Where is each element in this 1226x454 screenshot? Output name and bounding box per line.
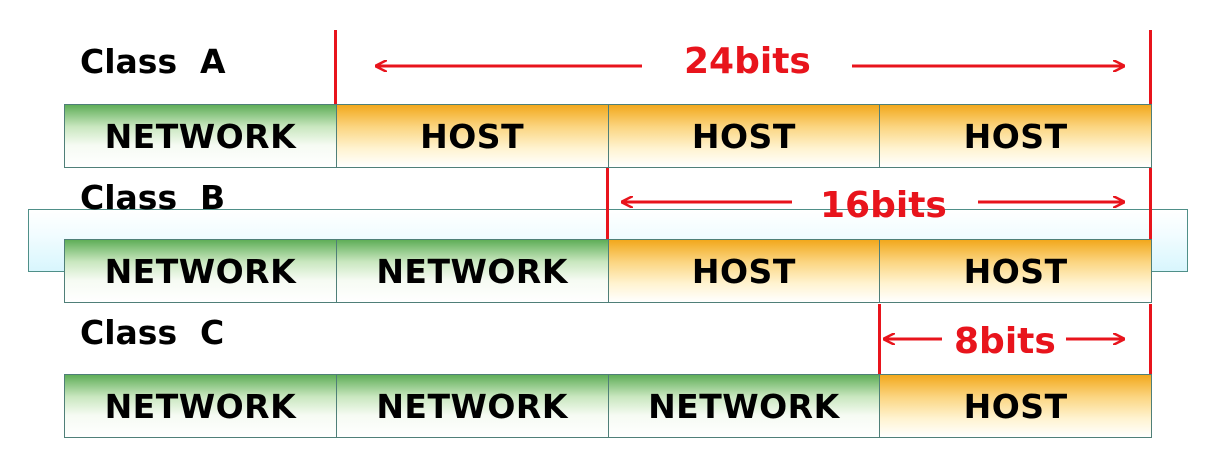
class-c-bits-label: 8bits [954, 321, 1056, 362]
class-c-network-cell: NETWORK [64, 374, 337, 438]
class-b-host-cell: HOST [880, 239, 1152, 303]
class-a-bits-label: 24bits [684, 41, 811, 82]
class-c-host-start-marker [878, 304, 881, 374]
class-c-label: Class C [80, 313, 225, 352]
class-c-network-cell: NETWORK [336, 374, 609, 438]
class-a-label: Class A [80, 42, 226, 81]
class-b-bits-label: 16bits [820, 185, 947, 226]
class-a-network-cell: NETWORK [64, 104, 337, 168]
class-b-network-cell: NETWORK [64, 239, 337, 303]
class-b-host-cell: HOST [608, 239, 881, 303]
class-b-host-start-marker [606, 168, 609, 239]
class-b-network-cell: NETWORK [336, 239, 609, 303]
class-b-bar: NETWORK NETWORK HOST HOST [64, 239, 1152, 303]
class-a-host-start-marker [334, 30, 337, 104]
class-c-host-cell: HOST [880, 374, 1152, 438]
class-c-host-end-marker [1149, 304, 1152, 374]
class-a-host-cell: HOST [608, 104, 881, 168]
class-a-bar: NETWORK HOST HOST HOST [64, 104, 1152, 168]
class-b-label: Class B [80, 178, 226, 217]
class-a-host-cell: HOST [336, 104, 609, 168]
class-a-host-cell: HOST [880, 104, 1152, 168]
class-c-network-cell: NETWORK [608, 374, 881, 438]
class-a-host-end-marker [1149, 30, 1152, 104]
class-b-host-end-marker [1149, 168, 1152, 239]
class-c-bar: NETWORK NETWORK NETWORK HOST [64, 374, 1152, 438]
